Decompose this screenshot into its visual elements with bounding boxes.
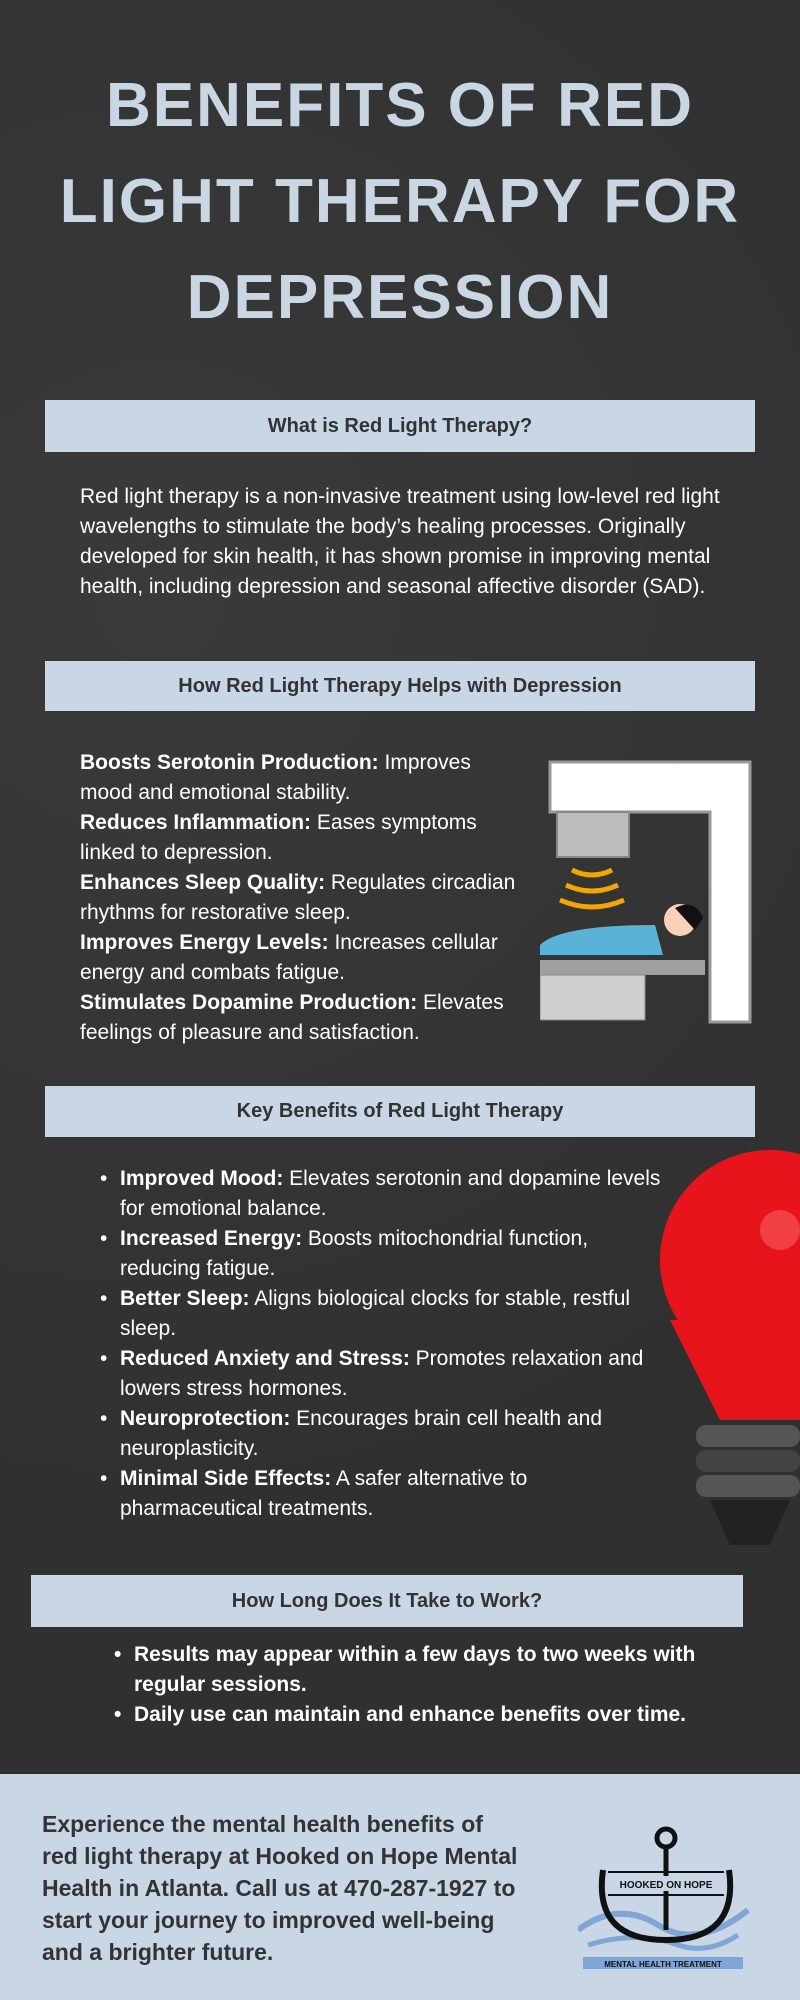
list-item: Enhances Sleep Quality: Regulates circad…	[80, 868, 520, 928]
list-item: Reduced Anxiety and Stress: Promotes rel…	[96, 1344, 666, 1404]
how-list: Boosts Serotonin Production: Improves mo…	[80, 748, 520, 1048]
footer-cta-text: Experience the mental health benefits of…	[42, 1811, 518, 1965]
benefit-description: Improves mood and emotional stability.	[80, 751, 471, 804]
key-benefits-list: Improved Mood: Elevates serotonin and do…	[96, 1164, 666, 1524]
benefit-description: Promotes relaxation and lowers stress ho…	[120, 1347, 644, 1400]
benefit-description: Elevates serotonin and dopamine levels f…	[120, 1167, 661, 1220]
page-title: BENEFITS OF RED LIGHT THERAPY FOR DEPRES…	[20, 58, 780, 346]
list-item: Reduces Inflammation: Eases symptoms lin…	[80, 808, 520, 868]
benefit-description: A safer alternative to pharmaceutical tr…	[120, 1467, 528, 1520]
benefit-description: Aligns biological clocks for stable, res…	[120, 1287, 631, 1340]
list-item: Neuroprotection: Encourages brain cell h…	[96, 1404, 666, 1464]
benefit-term: Boosts Serotonin Production:	[80, 751, 379, 774]
benefit-description: Boosts mitochondrial function, reducing …	[120, 1227, 589, 1280]
benefit-term: Neuroprotection:	[120, 1407, 291, 1430]
list-item: Daily use can maintain and enhance benef…	[110, 1700, 730, 1730]
list-item: Increased Energy: Boosts mitochondrial f…	[96, 1224, 666, 1284]
benefit-term: Minimal Side Effects:	[120, 1467, 332, 1490]
title-line: DEPRESSION	[186, 263, 614, 332]
benefit-description: Regulates circadian rhythms for restorat…	[80, 871, 516, 924]
benefit-term: Improves Energy Levels:	[80, 931, 329, 954]
benefit-description: Elevates feelings of pleasure and satisf…	[80, 991, 504, 1044]
footer: Experience the mental health benefits of…	[0, 1774, 800, 2000]
title-line: BENEFITS OF RED	[105, 71, 695, 140]
list-item: Minimal Side Effects: A safer alternativ…	[96, 1464, 666, 1524]
benefit-term: Enhances Sleep Quality:	[80, 871, 326, 894]
benefit-term: Reduced Anxiety and Stress:	[120, 1347, 410, 1370]
list-item: Boosts Serotonin Production: Improves mo…	[80, 748, 520, 808]
benefit-description: Increases cellular energy and combats fa…	[80, 931, 498, 984]
section-heading-text: How Red Light Therapy Helps with Depress…	[178, 674, 622, 697]
logo-name: HOOKED ON HOPE	[620, 1880, 713, 1891]
therapy-illustration	[540, 760, 752, 1024]
hooked-on-hope-logo: HOOKED ON HOPE MENTAL HEALTH TREATMENT	[578, 1826, 750, 1969]
benefit-term: Improved Mood:	[120, 1167, 284, 1190]
benefit-description: Eases symptoms linked to depression.	[80, 811, 477, 864]
time-list: Results may appear within a few days to …	[110, 1640, 730, 1730]
section-heading-what: What is Red Light Therapy?	[45, 400, 755, 452]
section-heading-how: How Red Light Therapy Helps with Depress…	[45, 661, 755, 711]
section-heading-text: How Long Does It Take to Work?	[231, 1589, 543, 1612]
benefit-term: Better Sleep:	[120, 1287, 250, 1310]
benefit-term: Reduces Inflammation:	[80, 811, 312, 834]
logo-tagline: MENTAL HEALTH TREATMENT	[604, 1960, 722, 1969]
section-heading-key: Key Benefits of Red Light Therapy	[45, 1086, 755, 1137]
benefit-term: Stimulates Dopamine Production:	[80, 991, 418, 1014]
list-item: Improved Mood: Elevates serotonin and do…	[96, 1164, 666, 1224]
section-heading-text: Key Benefits of Red Light Therapy	[236, 1100, 564, 1122]
section-heading-time: How Long Does It Take to Work?	[31, 1575, 743, 1627]
title-line: LIGHT THERAPY FOR	[59, 167, 741, 236]
list-item: Better Sleep: Aligns biological clocks f…	[96, 1284, 666, 1344]
list-item: Stimulates Dopamine Production: Elevates…	[80, 988, 520, 1048]
what-paragraph: Red light therapy is a non-invasive trea…	[80, 485, 720, 598]
red-lightbulb-icon	[660, 1150, 800, 1545]
list-item: Results may appear within a few days to …	[110, 1640, 730, 1700]
section-heading-text: What is Red Light Therapy?	[267, 414, 533, 437]
benefit-description: Encourages brain cell health and neuropl…	[120, 1407, 603, 1460]
benefit-term: Increased Energy:	[120, 1227, 303, 1250]
list-item: Improves Energy Levels: Increases cellul…	[80, 928, 520, 988]
